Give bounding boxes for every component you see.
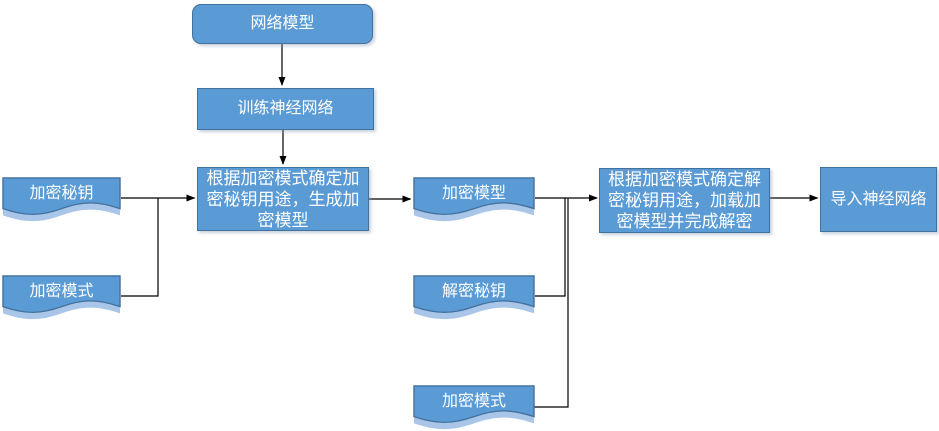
- node-import-nn: 导入神经网络: [820, 167, 937, 232]
- node-enc-mode-left: 加密模式: [2, 275, 121, 321]
- node-train: 训练神经网络: [197, 88, 374, 130]
- document-shape-body: [413, 177, 535, 216]
- document-shape: [413, 385, 535, 430]
- node-enc-key: 加密秘钥: [2, 177, 121, 223]
- node-enc-mode-mid: 加密模式: [413, 385, 535, 431]
- document-shape: [2, 177, 121, 222]
- document-shape: [2, 275, 121, 320]
- node-label: 网络模型: [250, 15, 315, 32]
- node-net-model: 网络模型: [192, 4, 373, 44]
- edge-enc-mode-left-to-enc-process: [121, 198, 159, 297]
- document-shape-body: [413, 385, 535, 424]
- document-shape-body: [413, 275, 535, 314]
- node-dec-process: 根据加密模式确定解密秘钥用途，加载加密模型并完成解密: [599, 168, 770, 233]
- node-label: 根据加密模式确定解密秘钥用途，加载加密模型并完成解密: [608, 170, 761, 231]
- document-shape: [413, 275, 535, 320]
- document-shape: [413, 177, 535, 222]
- node-label: 导入神经网络: [830, 190, 927, 208]
- document-shape-body: [2, 275, 121, 314]
- document-shape-body: [2, 177, 121, 216]
- node-enc-process: 根据加密模式确定加密秘钥用途，生成加密模型: [197, 167, 369, 231]
- edge-enc-mode-mid-to-dec-process: [534, 198, 569, 408]
- node-label: 根据加密模式确定加密秘钥用途，生成加密模型: [206, 168, 360, 230]
- edge-dec-key-to-dec-process: [535, 198, 566, 297]
- node-dec-key: 解密秘钥: [413, 275, 535, 321]
- node-label: 训练神经网络: [237, 100, 334, 117]
- node-enc-model: 加密模型: [413, 177, 535, 223]
